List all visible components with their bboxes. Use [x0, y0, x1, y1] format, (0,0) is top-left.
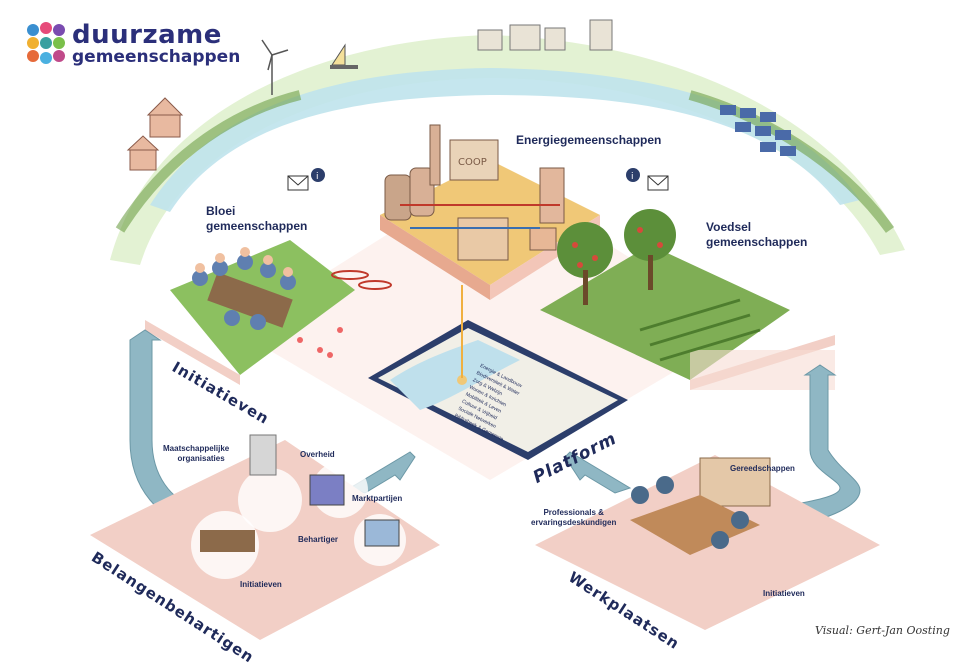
pros-label-2: ervaringsdeskundigen	[531, 518, 617, 527]
landscape-arc	[110, 19, 905, 265]
bloom-label-2: gemeenschappen	[206, 219, 308, 233]
orgs-label-1: Maatschappelijke	[163, 444, 230, 453]
market-label: Marktpartijen	[352, 494, 403, 503]
food-label-1: Voedsel	[706, 220, 752, 234]
bloom-label-1: Bloei	[206, 204, 236, 218]
svg-text:i: i	[631, 172, 634, 182]
government-label: Overheid	[300, 450, 335, 459]
orgs-label: Maatschappelijke organisaties	[163, 444, 229, 464]
pros-label-1: Professionals &	[543, 508, 604, 517]
energy-label: Energiegemeenschappen	[516, 133, 662, 147]
info-icon: i	[311, 168, 325, 182]
workshop-initiatives-label: Initiatieven	[763, 589, 805, 598]
tools-label: Gereedschappen	[730, 464, 795, 473]
logo-line-2: gemeenschappen	[72, 47, 241, 67]
wind-turbine	[261, 39, 289, 95]
logo-line-1: duurzame	[72, 20, 222, 50]
cycle-arrows	[129, 329, 861, 531]
orgs-label-2: organisaties	[177, 454, 225, 463]
solar-panels	[720, 105, 796, 156]
food-tile	[540, 209, 835, 390]
sailboat	[330, 43, 358, 69]
svg-text:COOP: COOP	[458, 157, 487, 168]
tablet	[368, 320, 628, 460]
advocate-label: Behartiger	[298, 535, 339, 544]
houses-left	[126, 97, 184, 171]
bloom-tile	[145, 240, 392, 385]
food-label-2: gemeenschappen	[706, 235, 808, 249]
advocacy-initiatives-label: Initiatieven	[240, 580, 282, 589]
logo: duurzame gemeenschappen	[72, 22, 240, 66]
workshop-tile	[535, 455, 880, 630]
svg-text:i: i	[316, 172, 319, 182]
info-icon: i	[626, 168, 640, 182]
advocacy-tile	[90, 434, 440, 640]
mail-icon	[647, 175, 669, 191]
logo-mark	[27, 22, 65, 64]
houses-top	[477, 19, 613, 51]
credit: Visual: Gert-Jan Oosting	[815, 624, 950, 637]
mail-icon	[287, 175, 309, 191]
pros-label: Professionals & ervaringsdeskundigen	[531, 508, 616, 528]
